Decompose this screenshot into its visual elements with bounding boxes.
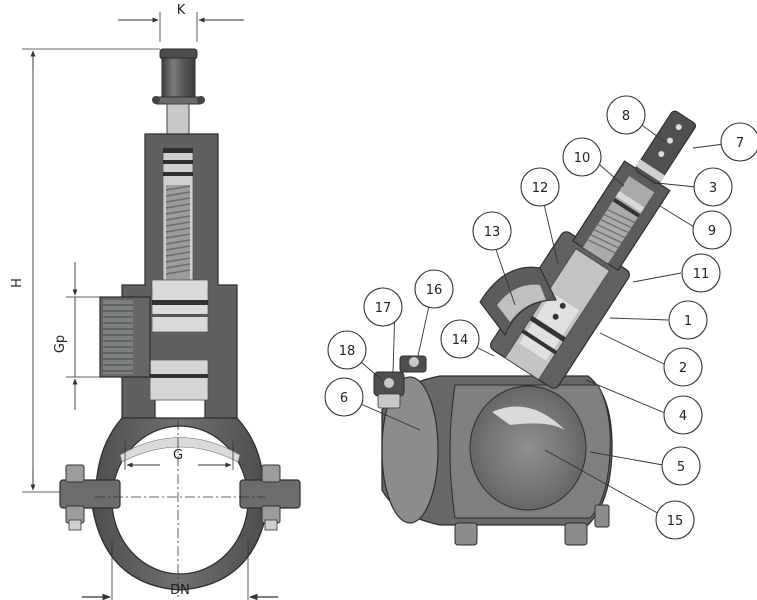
callout-13: 13 [472,211,512,251]
callout-5: 5 [661,446,701,486]
callout-2: 2 [663,347,703,387]
callout-5-label: 5 [677,460,685,475]
callout-3: 3 [693,167,733,207]
callout-17: 17 [363,287,403,327]
dimension-k-label: K [177,3,186,18]
callout-2-label: 2 [679,361,687,376]
callout-9-label: 9 [708,224,716,239]
dimension-g: G [124,441,234,470]
callout-6-label: 6 [340,391,348,406]
dimension-k: K [118,3,244,42]
callout-7: 7 [720,122,757,162]
dimension-dn: DN [82,540,278,600]
callout-4: 4 [663,395,703,435]
dimension-g-label: G [173,448,183,463]
callout-13-label: 13 [484,225,501,240]
sectional-view: K H Gp [10,3,301,600]
callout-11-label: 11 [693,267,710,282]
callout-3-label: 3 [709,181,717,196]
dimension-h-label: H [10,278,25,288]
callout-14: 14 [440,319,480,359]
callout-8: 8 [606,95,646,135]
callout-16: 16 [414,269,454,309]
callout-7-label: 7 [736,136,744,151]
callout-8-label: 8 [622,109,630,124]
callout-11: 11 [681,253,721,293]
callout-18-label: 18 [339,344,356,359]
dimension-dn-label: DN [170,583,190,598]
callout-12-label: 12 [532,181,549,196]
callout-4-label: 4 [679,409,687,424]
callout-1-label: 1 [684,314,692,329]
callout-15-label: 15 [667,514,684,529]
callout-16-label: 16 [426,283,443,298]
callout-10-label: 10 [574,151,591,166]
callout-9: 9 [692,210,732,250]
callout-1: 1 [668,300,708,340]
dimension-gp-label: Gp [53,335,68,353]
callout-10: 10 [562,137,602,177]
callout-15: 15 [655,500,695,540]
callout-17-label: 17 [375,301,392,316]
callout-12: 12 [520,167,560,207]
dimension-gp: Gp [53,262,100,410]
cutaway-view: 1 2 3 4 5 6 7 8 [324,95,757,546]
callout-14-label: 14 [452,333,469,348]
callout-18: 18 [327,330,367,370]
callout-6: 6 [324,377,364,417]
